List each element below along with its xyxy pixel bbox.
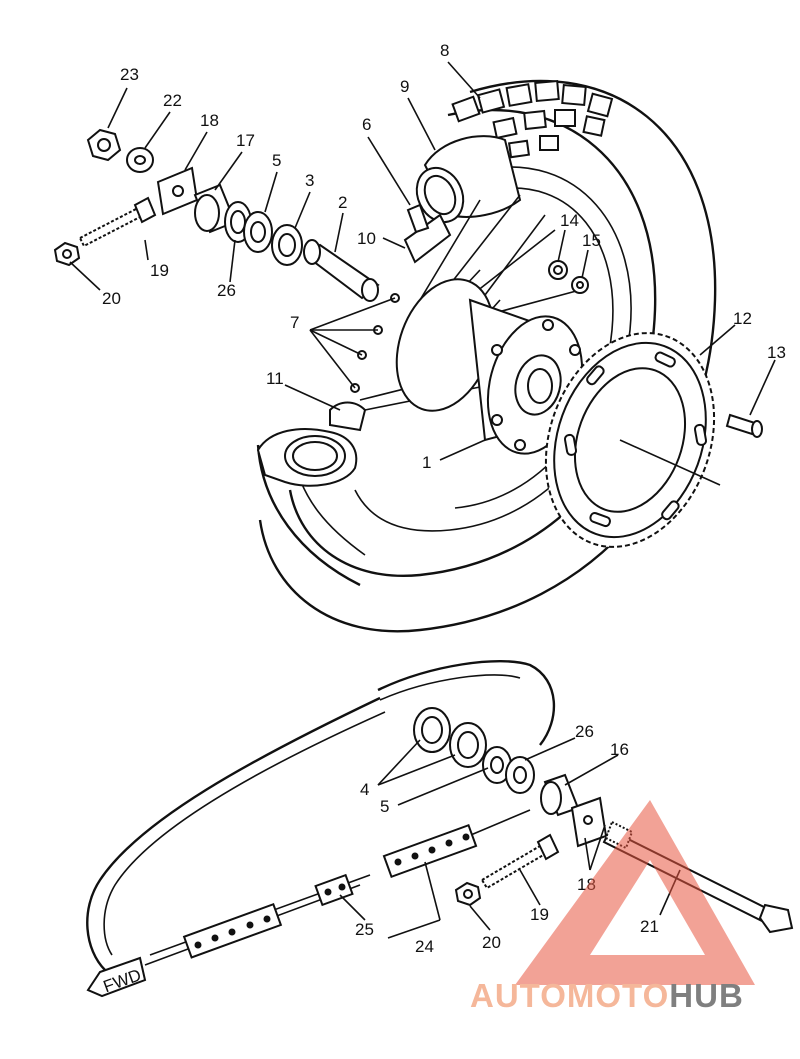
- callout-10: 10: [357, 229, 376, 248]
- drive-chain: [86, 660, 556, 971]
- callout-9: 9: [400, 77, 409, 96]
- tire-tread: [451, 79, 614, 159]
- watermark-triangle-icon: [515, 800, 755, 985]
- callout-25: 25: [355, 920, 374, 939]
- callout-21: 21: [640, 917, 659, 936]
- leader-lines-lower: [339, 737, 681, 939]
- fwd-direction-tag: FWD: [86, 956, 147, 998]
- callout-17: 17: [236, 131, 255, 150]
- callout-7: 7: [290, 313, 299, 332]
- callout-14: 14: [560, 211, 579, 230]
- rear-sprocket: [544, 332, 716, 548]
- callout-26-upper: 26: [217, 281, 236, 300]
- chain-links: [182, 823, 478, 959]
- callout-6: 6: [362, 115, 371, 134]
- callout-8: 8: [440, 41, 449, 60]
- callout-20-upper: 20: [102, 289, 121, 308]
- watermark-text-hub: HUB: [669, 977, 744, 1014]
- callout-16: 16: [610, 740, 629, 759]
- sprocket-bolt: [725, 413, 763, 438]
- callout-22: 22: [163, 91, 182, 110]
- automotohub-watermark: AUTOMOTOHUB: [470, 800, 755, 1014]
- leader-lines-upper: [69, 61, 776, 486]
- callout-24: 24: [415, 937, 434, 956]
- spoke-nipples: [350, 293, 400, 393]
- hub-cover-plate: [256, 401, 367, 487]
- sprocket-nuts: [548, 260, 589, 294]
- callout-5-upper: 5: [272, 151, 281, 170]
- left-axle-parts: [53, 128, 380, 302]
- callout-5-lower: 5: [380, 797, 389, 816]
- watermark-text-automoto: AUTOMOTO: [470, 977, 669, 1014]
- callout-19-upper: 19: [150, 261, 169, 280]
- right-side-bearings: [413, 707, 580, 817]
- callout-15: 15: [582, 231, 601, 250]
- callouts-lower: 26 16 4 5 18 19 21 25 24 20: [355, 722, 659, 956]
- callout-18-upper: 18: [200, 111, 219, 130]
- callout-12: 12: [733, 309, 752, 328]
- wheel-hub: [395, 278, 586, 455]
- callout-26-lower: 26: [575, 722, 594, 741]
- callout-4: 4: [360, 780, 369, 799]
- nut-lower: [454, 881, 482, 907]
- callout-20-lower: 20: [482, 933, 501, 952]
- callout-19-lower: 19: [530, 905, 549, 924]
- inner-tube-section: [403, 135, 522, 264]
- callout-23: 23: [120, 65, 139, 84]
- svg-text:AUTOMOTOHUB: AUTOMOTOHUB: [470, 977, 744, 1014]
- callout-3: 3: [305, 171, 314, 190]
- adjuster-bolt-lower: [480, 833, 560, 890]
- callout-2: 2: [338, 193, 347, 212]
- callout-11: 11: [266, 369, 284, 388]
- callout-13: 13: [767, 343, 786, 362]
- callout-1: 1: [422, 453, 431, 472]
- callouts-upper: 23 22 18 17 5 3 2 8 9 6 10 19 20 26 7 14…: [102, 41, 786, 472]
